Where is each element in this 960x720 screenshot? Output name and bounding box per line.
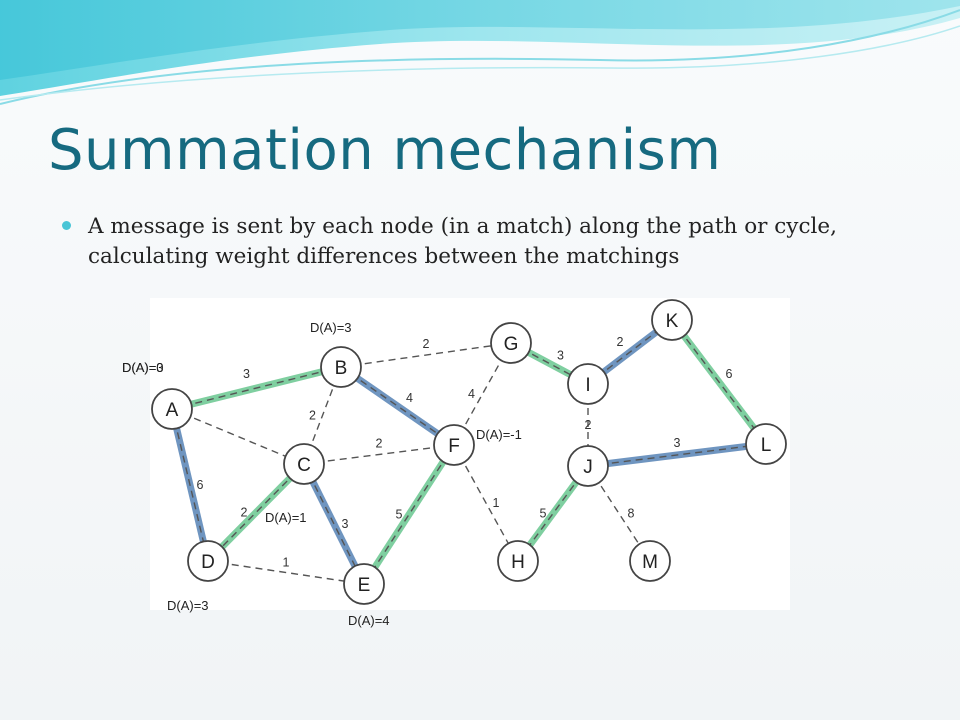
node-b-label: B xyxy=(335,358,348,379)
edge-weight-label-J-H: 5 xyxy=(540,507,547,521)
edge-weight-label-B-F: 4 xyxy=(406,391,413,405)
node-m-circle xyxy=(629,540,671,582)
edge-J-L xyxy=(587,443,767,467)
node-f-circle xyxy=(433,424,475,466)
edge-weight-label-I-J: 2 xyxy=(585,418,592,432)
node-m-label: M xyxy=(642,552,658,573)
edge-weight-label-B-C: 2 xyxy=(309,409,316,423)
edge-weight-label-F-G: 4 xyxy=(468,387,475,401)
node-b-circle xyxy=(320,346,362,388)
d-value-label-a: D(A)=3 xyxy=(122,360,164,375)
header-wave-decoration xyxy=(0,0,960,105)
node-d-label: D xyxy=(201,552,215,573)
node-e-circle xyxy=(343,563,385,605)
node-a-label: A xyxy=(166,400,179,421)
node-k-circle xyxy=(651,299,693,341)
edge-F-E xyxy=(363,444,455,585)
node-g-circle xyxy=(490,322,532,364)
node-f-label: F xyxy=(448,436,460,457)
edge-weight-label-J-L: 3 xyxy=(674,436,681,450)
node-h-circle xyxy=(497,540,539,582)
node-c-circle xyxy=(283,443,325,485)
edge-C-F xyxy=(303,444,455,465)
edge-F-H xyxy=(453,444,519,562)
node-j-label: J xyxy=(583,457,593,478)
bullet-item: A message is sent by each node (in a mat… xyxy=(60,212,920,272)
edge-weight-label-D-E: 1 xyxy=(283,556,290,570)
edge-A-D xyxy=(171,408,209,562)
edge-weight-label-C-F: 2 xyxy=(376,437,383,451)
edge-D-E xyxy=(207,560,365,585)
edge-weight-label-F-H: 1 xyxy=(493,496,500,510)
node-c-label: C xyxy=(297,455,311,476)
d-value-label-b: D(A)=3 xyxy=(310,320,352,335)
edge-weight-label-J-M: 8 xyxy=(628,507,635,521)
node-l-circle xyxy=(745,423,787,465)
node-l-label: L xyxy=(761,435,772,456)
node-h-label: H xyxy=(511,552,525,573)
edge-weight-label-K-L: 6 xyxy=(726,367,733,381)
bullet-text: A message is sent by each node (in a mat… xyxy=(88,214,837,269)
edge-weight-label-G-I: 3 xyxy=(557,349,564,363)
edge-B-G xyxy=(340,342,512,368)
edge-weight-label-C-D: 2 xyxy=(241,506,248,520)
edge-weight-label-A-B: 3 xyxy=(243,367,250,381)
node-k-label: K xyxy=(666,311,679,332)
d-value-label-d: D(A)=3 xyxy=(167,598,209,613)
edge-weight-label-B-G: 2 xyxy=(423,337,430,351)
node-j-circle xyxy=(567,445,609,487)
node-e-label: E xyxy=(358,575,371,596)
edge-K-L xyxy=(671,319,767,445)
edge-C-E xyxy=(303,463,365,585)
edge-weight-label-C-E: 3 xyxy=(342,517,349,531)
slide-title: Summation mechanism xyxy=(48,118,722,183)
node-a-circle xyxy=(151,388,193,430)
node-g-label: G xyxy=(504,334,519,355)
edge-weight-label-F-E: 5 xyxy=(396,508,403,522)
d-value-label-a: D(A)=0 xyxy=(122,360,164,375)
node-d-circle xyxy=(187,540,229,582)
d-value-label-f: D(A)=-1 xyxy=(476,427,522,442)
node-i-label: I xyxy=(585,375,590,396)
edge-A-B xyxy=(171,366,342,410)
edge-B-F xyxy=(340,366,455,446)
node-i-circle xyxy=(567,363,609,405)
bullet-dot-icon xyxy=(62,221,71,230)
edge-C-D xyxy=(207,463,305,562)
edge-weight-label-A-D: 6 xyxy=(197,478,204,492)
nodes-layer: A B C D E F G H I J K L M xyxy=(151,299,787,605)
edge-A-C xyxy=(171,408,305,465)
edge-weight-label-I-K: 2 xyxy=(617,335,624,349)
bullet-list: A message is sent by each node (in a mat… xyxy=(60,212,920,272)
d-value-label-e: D(A)=4 xyxy=(348,613,390,628)
d-value-label-c: D(A)=1 xyxy=(265,510,307,525)
